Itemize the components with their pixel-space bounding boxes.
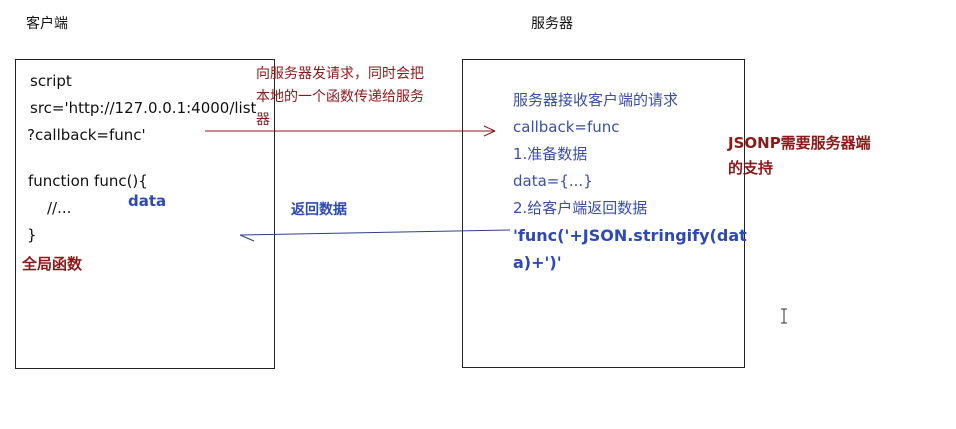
request-note: 向服务器发请求，同时会把 本地的一个函数传递给服务 器: [256, 63, 456, 132]
server-line: 2.给客户端返回数据: [513, 199, 648, 217]
jsonp-note-line: JSONP需要服务器端: [728, 134, 871, 152]
client-heading: 客户端: [26, 16, 68, 32]
return-data-label: 返回数据: [291, 202, 347, 218]
text-cursor-icon: [781, 308, 787, 324]
code-line: src='http://127.0.0.1:4000/list: [30, 99, 257, 117]
code-line: script: [30, 72, 72, 90]
server-line: callback=func: [513, 118, 620, 136]
client-code: script src='http://127.0.0.1:4000/list ?…: [27, 68, 257, 249]
data-label: data: [128, 192, 167, 210]
jsonp-note: JSONP需要服务器端 的支持: [728, 131, 871, 181]
return-arrow: [239, 229, 511, 242]
request-note-line: 本地的一个函数传递给服务: [256, 89, 424, 105]
global-function-label: 全局函数: [22, 255, 83, 273]
request-note-line: 向服务器发请求，同时会把: [256, 66, 424, 82]
request-note-line: 器: [256, 112, 270, 128]
server-heading: 服务器: [531, 16, 573, 32]
server-box: [462, 59, 745, 368]
server-line: 1.准备数据: [513, 145, 588, 163]
code-line: }: [27, 226, 37, 244]
server-response-line: a)+')': [513, 253, 562, 272]
code-line: function func(){: [28, 172, 148, 190]
code-line: ?callback=func': [27, 126, 146, 144]
request-arrow: [205, 125, 496, 137]
server-response-line: 'func('+JSON.stringify(dat: [513, 226, 747, 245]
code-line: //...: [47, 199, 72, 217]
server-line: data={...}: [513, 172, 593, 190]
jsonp-note-line: 的支持: [728, 159, 774, 177]
client-box: [15, 59, 275, 369]
server-line: 服务器接收客户端的请求: [513, 91, 679, 109]
server-content: 服务器接收客户端的请求 callback=func 1.准备数据 data={.…: [513, 87, 747, 276]
